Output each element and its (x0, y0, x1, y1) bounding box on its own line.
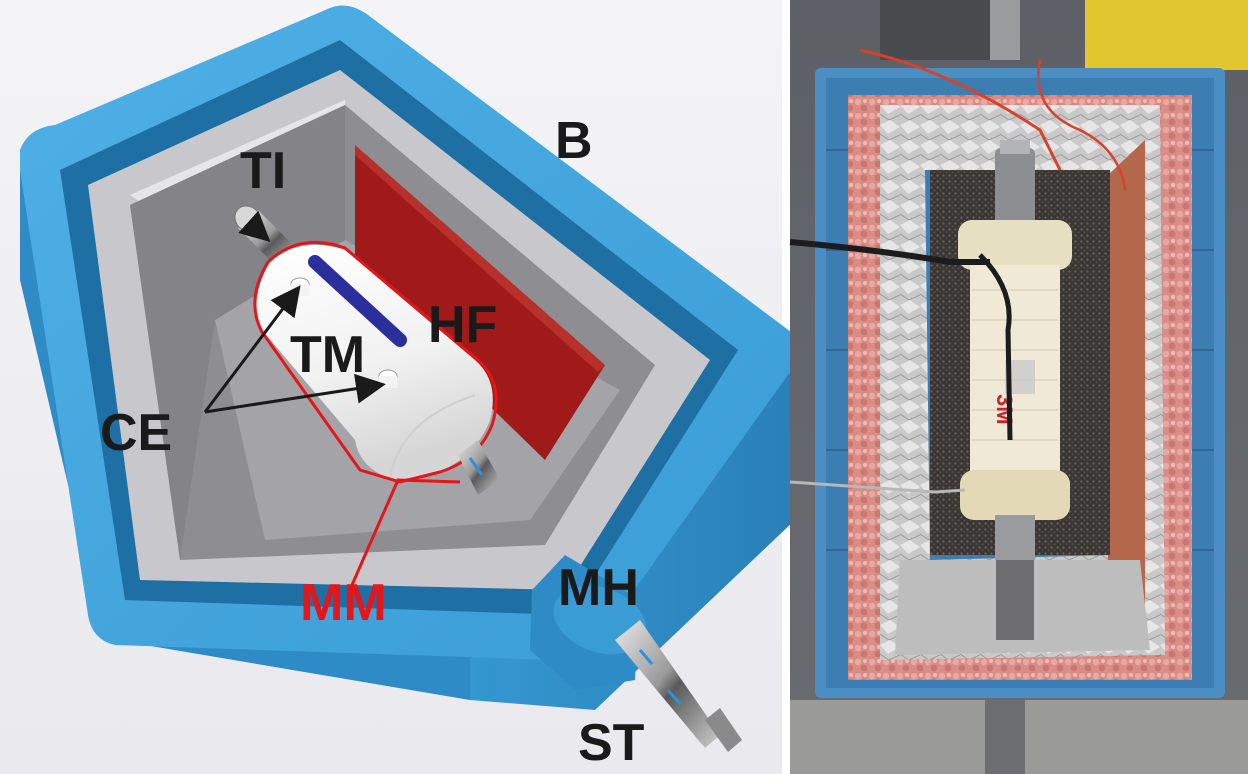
label-hf: HF (428, 296, 497, 354)
photo-membrane-module: 3M (958, 140, 1072, 560)
label-st: ST (578, 714, 645, 772)
ce-pointer-lines (203, 285, 386, 414)
membrane-module (253, 241, 498, 484)
steel-tube (615, 620, 742, 752)
photo-heating-foil (1108, 140, 1145, 610)
label-ce: CE (100, 404, 172, 462)
label-mm: MM (300, 574, 387, 632)
label-ti: TI (240, 142, 286, 200)
label-mh: MH (558, 559, 639, 617)
schematic-panel: B TI HF TM CE MM MH ST (0, 0, 801, 774)
label-b: B (555, 112, 593, 170)
photo-panel: 3M (789, 0, 1248, 774)
temperature-sensor (308, 255, 407, 347)
mm-pointer-lines (350, 478, 461, 586)
photo-logo-3m: 3M (992, 394, 1017, 425)
membrane-outline (253, 241, 498, 484)
outlet-pipe (458, 440, 500, 495)
photo-cables (789, 48, 1127, 494)
heating-foil (355, 145, 605, 460)
label-tm: TM (290, 326, 365, 384)
